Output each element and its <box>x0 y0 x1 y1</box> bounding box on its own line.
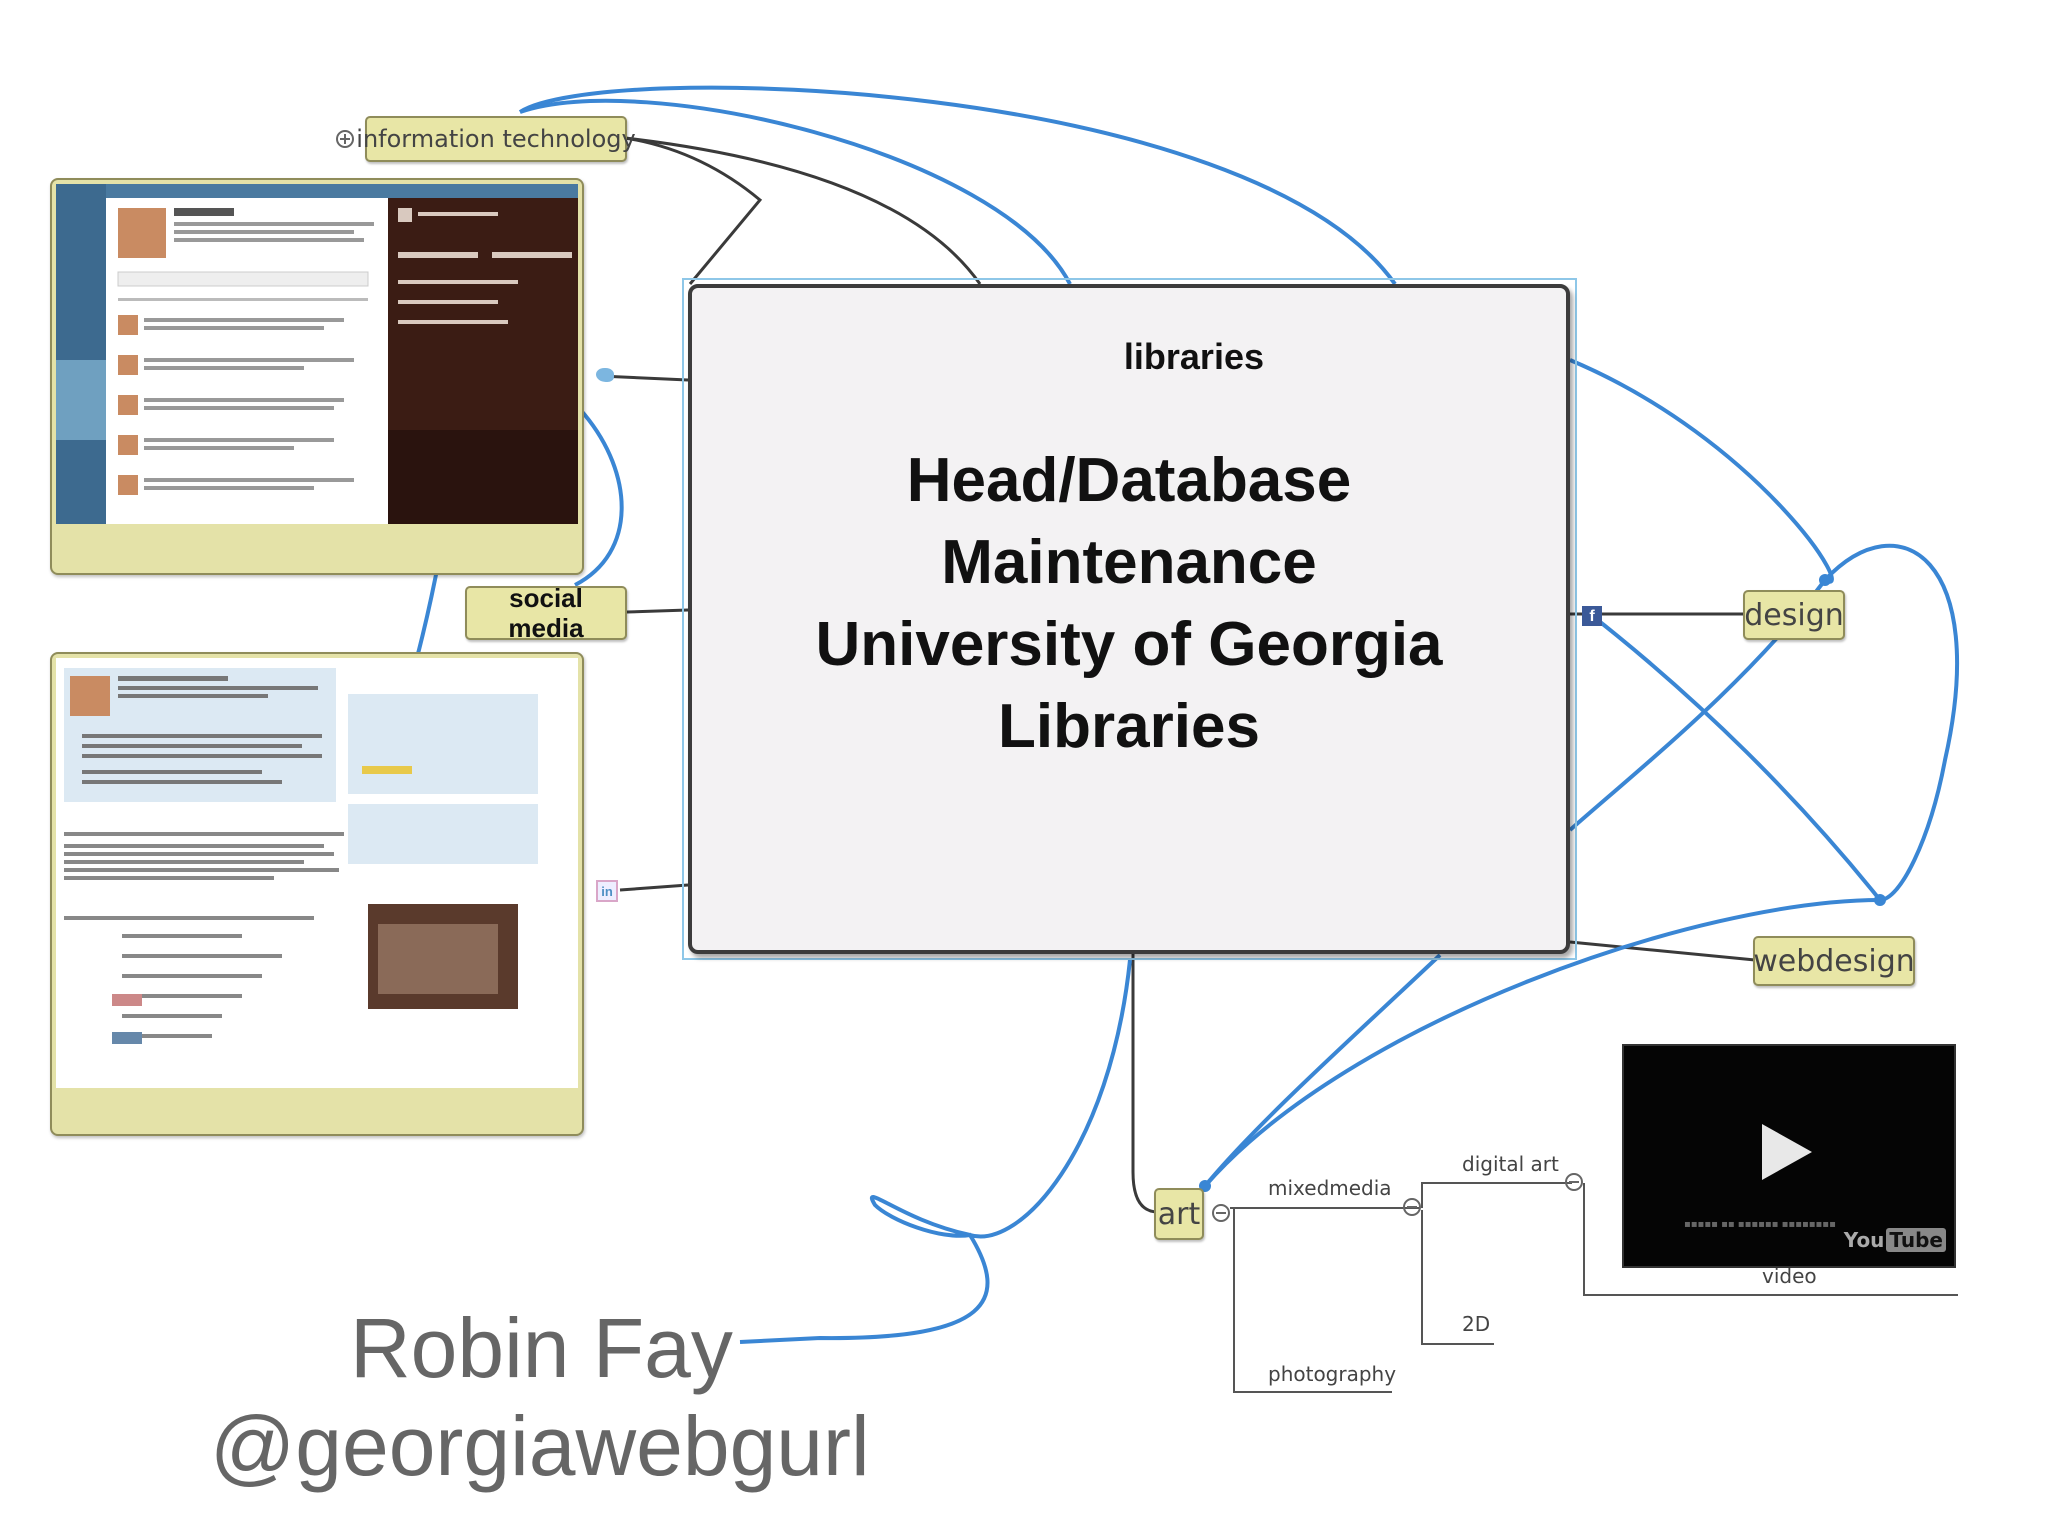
linkedin-profile-screenshot[interactable] <box>50 652 584 1136</box>
central-node-category: libraries <box>1123 336 1264 377</box>
node-label: design <box>1744 597 1844 633</box>
branch-line-art <box>1131 954 1159 1214</box>
youtube-logo-you: You <box>1843 1228 1885 1252</box>
node-art[interactable]: art <box>1154 1188 1204 1240</box>
facebook-icon: f <box>1582 606 1602 626</box>
linkedin-icon: in <box>596 880 618 902</box>
collapse-minus-icon[interactable] <box>1565 1173 1583 1191</box>
link-design-webdesign <box>1823 543 1960 902</box>
central-title-line: Libraries <box>998 692 1260 761</box>
link-central-credit <box>739 959 1132 1344</box>
central-title-line: Head/Database <box>906 446 1352 515</box>
author-name: Robin Fay <box>350 1301 733 1395</box>
twitter-icon <box>596 368 614 382</box>
node-label-line2: media <box>508 613 584 643</box>
video-caption-blur: ▪▪▪▪▪ ▪▪ ▪▪▪▪▪▪ ▪▪▪▪▪▪▪▪ <box>1684 1219 1836 1230</box>
node-information-technology[interactable]: information technology <box>356 116 636 162</box>
twitter-screenshot-image <box>56 184 578 524</box>
link-it-top <box>518 85 1397 286</box>
twitter-profile-screenshot[interactable] <box>50 178 584 575</box>
branch-2d[interactable]: 2D <box>1462 1312 1491 1336</box>
linkedin-screenshot-image <box>56 658 578 1088</box>
author-handle: @georgiawebgurl <box>210 1399 870 1493</box>
central-node-title: Head/Database Maintenance University of … <box>692 440 1566 768</box>
youtube-logo-tube: Tube <box>1886 1228 1946 1252</box>
art-line-2d <box>1421 1210 1494 1345</box>
link-fb-webdesign <box>1588 612 1882 902</box>
branch-digital-art[interactable]: digital art <box>1462 1152 1559 1176</box>
node-social-media[interactable]: social media <box>465 583 627 643</box>
collapse-minus-icon[interactable] <box>1403 1198 1421 1216</box>
branch-line-webdesign <box>1569 940 1756 962</box>
branch-video[interactable]: video <box>1762 1264 1817 1288</box>
central-node-selection-frame <box>682 278 1577 960</box>
branch-line-linkedin <box>619 883 689 892</box>
node-label: information technology <box>356 125 636 153</box>
link-webdesign-art <box>1203 898 1881 1188</box>
branch-line-it-2 <box>624 136 982 285</box>
central-title-line: University of Georgia <box>815 610 1443 679</box>
expand-plus-icon[interactable] <box>336 130 354 148</box>
branch-line-social <box>626 608 689 614</box>
collapse-minus-icon[interactable] <box>1212 1204 1230 1222</box>
branch-line-twitter <box>599 374 689 382</box>
node-webdesign[interactable]: webdesign <box>1753 936 1915 986</box>
central-node[interactable]: libraries Head/Database Maintenance Univ… <box>688 284 1570 954</box>
branch-mixedmedia[interactable]: mixedmedia <box>1268 1176 1392 1200</box>
branch-photography[interactable]: photography <box>1268 1362 1397 1386</box>
node-label: webdesign <box>1753 943 1915 979</box>
link-it-central <box>519 98 1072 285</box>
node-design[interactable]: design <box>1743 590 1845 640</box>
link-design-loop <box>1569 358 1834 584</box>
play-icon[interactable] <box>1762 1124 1812 1180</box>
branch-line-it <box>624 136 763 285</box>
central-title-line: Maintenance <box>941 528 1317 597</box>
node-label-line1: social <box>509 583 583 613</box>
art-line-video <box>1583 1183 1958 1296</box>
art-line-photography <box>1233 1208 1392 1393</box>
node-label: art <box>1157 1196 1201 1232</box>
art-line-digital <box>1421 1182 1572 1208</box>
link-central-art <box>1203 953 1442 1188</box>
